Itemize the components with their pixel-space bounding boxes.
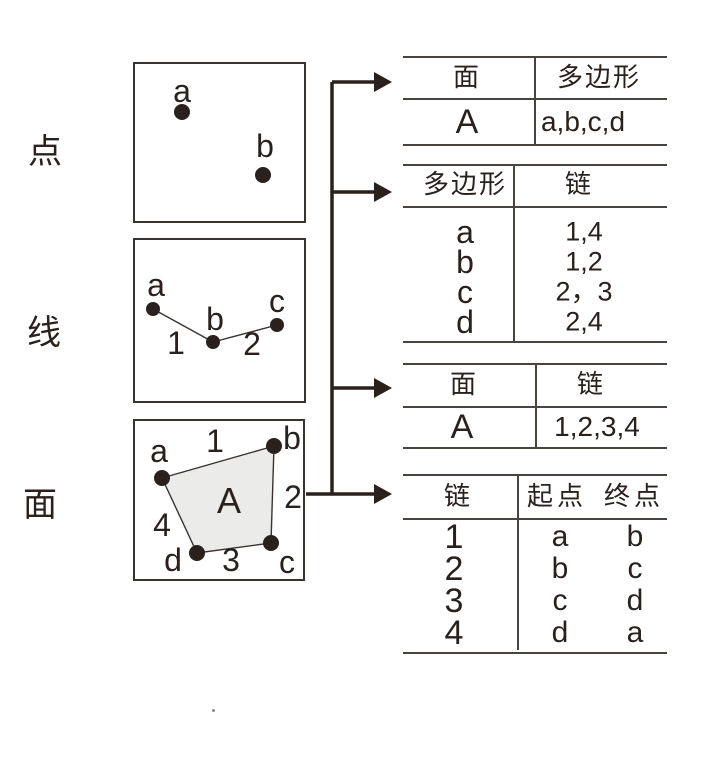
table3-divider (535, 363, 537, 449)
edge-2-label: 2 (284, 479, 302, 515)
table1-cell-vertices: a,b,c,d (540, 106, 626, 137)
table2-header-polygon: 多边形 (422, 169, 508, 199)
table3-header-face: 面 (449, 369, 479, 399)
line-node-c-label: c (269, 283, 285, 319)
table4-row3-chain: 3 (444, 582, 464, 620)
table1-divider (534, 56, 536, 146)
line-node-b-dot (206, 335, 220, 349)
vertex-c-dot (263, 535, 279, 551)
table4-row4-end: a (626, 616, 644, 649)
row-label-face: 面 (23, 486, 57, 524)
vertex-b-label: b (283, 420, 301, 456)
table4-bottom-rule (403, 652, 667, 654)
point-a-label: a (173, 73, 191, 109)
table2-row-a-key: a (456, 214, 474, 250)
vertex-c-label: c (279, 544, 295, 580)
line-node-a-label: a (147, 267, 165, 303)
point-sample-drawing (174, 104, 271, 183)
table4-row1-chain: 1 (444, 518, 464, 556)
row-label-point: 点 (28, 133, 62, 171)
arrowhead-table2-icon (374, 182, 392, 202)
face-sample-drawing (154, 438, 282, 561)
face-sample-box: a 1 b 2 4 A d 3 c (133, 419, 305, 581)
point-sample-box: a b (133, 62, 306, 223)
vertex-a-dot (154, 470, 170, 486)
table4-row2-chain: 2 (444, 550, 464, 588)
table4-top-rule (403, 474, 667, 476)
table4-row2-end: c (627, 552, 643, 585)
row-label-line: 线 (27, 314, 61, 352)
table2-row-a-val: 1,4 (565, 216, 603, 247)
table2-row-c-key: c (457, 274, 473, 310)
arrowhead-table1-icon (374, 72, 392, 92)
print-speck (212, 709, 215, 712)
vertex-b-dot (266, 438, 282, 454)
table1-header-polygon: 多边形 (556, 62, 642, 92)
table4-row3-start: c (552, 584, 568, 617)
table1-header-face: 面 (452, 62, 482, 92)
line-sample-drawing (146, 302, 284, 349)
table-face-polygon: 面 多边形 A a,b,c,d (403, 56, 667, 146)
table2-row-d-val: 2,4 (565, 306, 603, 337)
table2-header-chain: 链 (564, 169, 594, 199)
edge-1-label: 1 (206, 423, 224, 459)
table4-header-rule (403, 518, 667, 520)
vertex-d-dot (189, 545, 205, 561)
table4-row4-start: d (551, 616, 569, 649)
table3-cell-chains: 1,2,3,4 (554, 411, 640, 442)
line-node-a-dot (146, 302, 160, 316)
table2-row-b-key: b (456, 244, 474, 280)
table2-bottom-rule (403, 341, 667, 343)
table3-cell-face-A: A (450, 408, 474, 446)
table2-row-c-val: 2，3 (555, 276, 613, 307)
table2-row-d-key: d (456, 304, 474, 340)
table3-header-chain: 链 (576, 369, 606, 399)
point-a-dot (174, 104, 190, 120)
table4-header-chain: 链 (443, 481, 473, 511)
table4-row1-end: b (626, 520, 644, 553)
region-A-label: A (216, 480, 242, 521)
table4-row4-chain: 4 (444, 614, 464, 652)
arrowhead-table4-icon (374, 484, 392, 504)
line-edge-1-label: 1 (167, 325, 185, 361)
edge-4-label: 4 (153, 507, 171, 543)
connector-lines (306, 80, 376, 496)
point-b-label: b (256, 128, 274, 164)
table-polygon-chain: 多边形 链 a 1,4 b 1,2 c 2，3 d 2,4 (403, 164, 667, 343)
arrowhead-table3-icon (374, 378, 392, 398)
table4-divider (517, 474, 519, 650)
line-edge-2-label: 2 (243, 326, 261, 362)
table2-header-rule (403, 206, 667, 208)
table4-row3-end: d (626, 584, 644, 617)
table2-row-b-val: 1,2 (565, 246, 603, 277)
line-node-b-label: b (206, 301, 224, 337)
table4-header-end: 终点 (603, 481, 665, 511)
edge-3-label: 3 (222, 542, 240, 578)
line-sample-box: a b c 1 2 (133, 238, 306, 403)
vertex-a-label: a (150, 433, 168, 469)
table4-row1-start: a (551, 520, 569, 553)
table-face-chain: 面 链 A 1,2,3,4 (403, 363, 667, 449)
table4-row2-start: b (551, 552, 569, 585)
table2-top-rule (403, 164, 667, 166)
table2-divider (513, 164, 515, 343)
table1-cell-face-A: A (455, 103, 479, 141)
table4-header-start: 起点 (526, 481, 588, 511)
vertex-d-label: d (164, 542, 182, 578)
point-b-dot (255, 167, 271, 183)
table-chain-endpoints: 链 起点 终点 1 a b 2 b c 3 c d 4 d a (403, 474, 667, 654)
line-node-c-dot (270, 318, 284, 332)
